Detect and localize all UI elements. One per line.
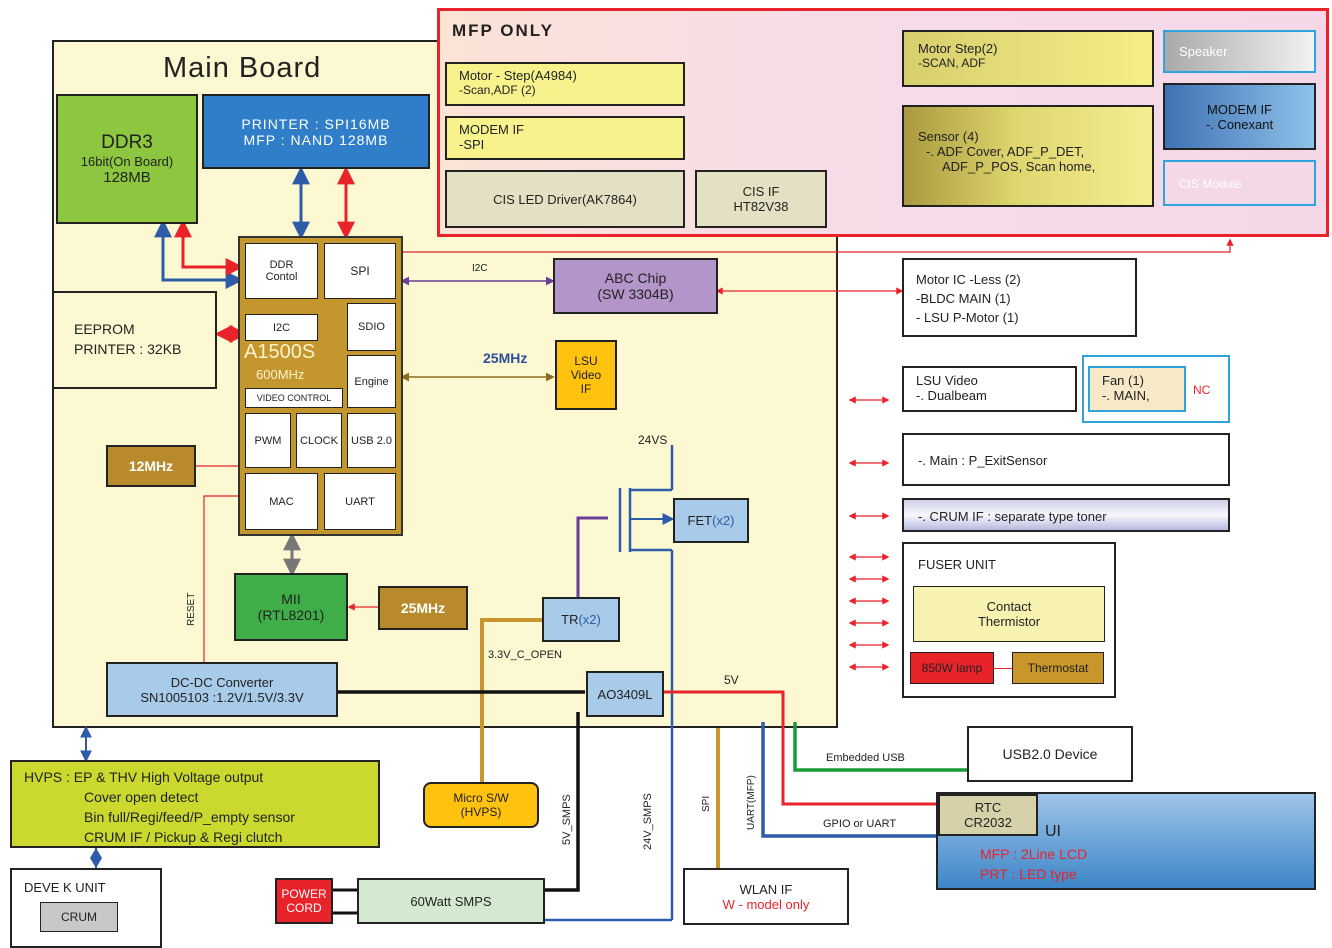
- power-cord: POWER CORD: [275, 878, 333, 924]
- soc-pwm-block: PWM: [245, 413, 291, 468]
- fan-block: Fan (1) -. MAIN,: [1088, 366, 1186, 412]
- soc-mac-block: MAC: [245, 473, 318, 530]
- devek-crum: CRUM: [40, 902, 118, 932]
- rtc-battery: RTC CR2032: [938, 794, 1038, 836]
- ui-title: UI: [1045, 823, 1061, 840]
- cis-led-driver: CIS LED Driver(AK7864): [445, 170, 685, 228]
- reset-label: RESET: [186, 592, 197, 626]
- ddr3-size: 128MB: [103, 169, 151, 186]
- mfp-only-title: MFP ONLY: [452, 21, 554, 40]
- crum-if: -. CRUM IF : separate type toner: [902, 498, 1230, 532]
- cis-module: CIS Module: [1163, 160, 1316, 206]
- smps: 60Watt SMPS: [357, 878, 545, 924]
- flash-memory: PRINTER : SPI16MB MFP : NAND 128MB: [202, 94, 430, 169]
- i2c-bus-label: I2C: [472, 263, 488, 274]
- speaker: Speaker: [1163, 30, 1316, 73]
- soc-usb-block: USB 2.0: [347, 413, 396, 468]
- fet-block: FET(x2): [673, 498, 749, 543]
- soc-spi-block: SPI: [324, 243, 396, 299]
- v5-smps-label: 5V_SMPS: [561, 794, 573, 845]
- abc-chip: ABC Chip (SW 3304B): [553, 258, 718, 314]
- mii-phy: MII (RTL8201): [234, 573, 348, 641]
- ddr3-title: DDR3: [101, 132, 153, 153]
- fuser-thermostat: Thermostat: [1012, 652, 1104, 684]
- fuser-title: FUSER UNIT: [918, 557, 996, 572]
- ui-prt-led: PRT : LED type: [980, 866, 1077, 882]
- label-5v: 5V: [724, 673, 739, 687]
- hvps: HVPS : EP & THV High Voltage output Cove…: [10, 760, 380, 848]
- devek-unit: DEVE K UNIT: [10, 868, 162, 948]
- clock-25mhz-mii: 25MHz: [378, 586, 468, 630]
- embedded-usb-label: Embedded USB: [826, 752, 905, 764]
- soc-engine-block: Engine: [347, 355, 396, 408]
- v24-smps-label: 24V_SMPS: [642, 793, 654, 850]
- soc-name: A1500S: [244, 341, 316, 363]
- motor-ic: Motor IC -Less (2) -BLDC MAIN (1) - LSU …: [902, 258, 1137, 337]
- usb-device: USB2.0 Device: [967, 726, 1133, 782]
- fuser-thermistor: Contact Thermistor: [913, 586, 1105, 642]
- flash-mfp: MFP : NAND 128MB: [243, 131, 389, 148]
- abc-chip-part: (SW 3304B): [597, 286, 674, 302]
- clock-25mhz-lsu: 25MHz: [483, 350, 528, 366]
- fan-nc-label: NC: [1193, 383, 1211, 397]
- exit-sensor: -. Main : P_ExitSensor: [902, 433, 1230, 486]
- soc-uart-block: UART: [324, 473, 396, 530]
- eeprom-size: PRINTER : 32KB: [74, 341, 182, 357]
- wlan-if: WLAN IF W - model only: [683, 868, 849, 925]
- ao3409l: AO3409L: [586, 671, 664, 717]
- ddr3-memory: DDR3 16bit(On Board) 128MB: [56, 94, 198, 224]
- soc-i2c-block: I2C: [245, 314, 318, 341]
- main-board-title: Main Board: [163, 52, 322, 84]
- gpio-uart-label: GPIO or UART: [823, 818, 897, 830]
- micro-switch: Micro S/W (HVPS): [423, 782, 539, 828]
- label-3v3-open: 3.3V_C_OPEN: [488, 649, 562, 661]
- uart-mfp-label: UART(MFP): [746, 775, 757, 830]
- soc-clock-block: CLOCK: [296, 413, 342, 468]
- lamp-thermostat-link: [994, 668, 1012, 669]
- clock-12mhz: 12MHz: [106, 445, 196, 487]
- ui-mfp-lcd: MFP : 2Line LCD: [980, 846, 1088, 862]
- mfp-modem-if: MODEM IF -SPI: [445, 116, 685, 160]
- cis-if: CIS IF HT82V38: [695, 170, 827, 228]
- mfp-motor-step-2: Motor Step(2) -SCAN, ADF: [902, 30, 1154, 87]
- label-24vs: 24VS: [638, 433, 668, 447]
- soc-video-control: VIDEO CONTROL: [245, 388, 343, 408]
- flash-printer: PRINTER : SPI16MB: [241, 115, 391, 132]
- soc-ddr-control: DDR Contol: [245, 243, 318, 299]
- soc-sdio-block: SDIO: [347, 303, 396, 351]
- eeprom: EEPROM PRINTER : 32KB: [52, 291, 217, 389]
- eeprom-title: EEPROM: [74, 321, 135, 337]
- mfp-motor-step: Motor - Step(A4984) -Scan,ADF (2): [445, 62, 685, 106]
- soc-frequency: 600MHz: [256, 367, 305, 382]
- spi-label: SPI: [701, 795, 712, 812]
- tr-block: TR(x2): [542, 597, 620, 642]
- lsu-video-if: LSU Video IF: [555, 340, 617, 410]
- fuser-lamp: 850W lamp: [910, 652, 994, 684]
- abc-chip-name: ABC Chip: [604, 270, 667, 286]
- dcdc-converter: DC-DC Converter SN1005103 :1.2V/1.5V/3.3…: [106, 662, 338, 717]
- mfp-sensors: Sensor (4) -. ADF Cover, ADF_P_DET, ADF_…: [902, 105, 1154, 207]
- modem-if-conexant: MODEM IF -. Conexant: [1163, 83, 1316, 150]
- ddr3-width: 16bit(On Board): [80, 154, 174, 169]
- lsu-video: LSU Video -. Dualbeam: [902, 366, 1077, 412]
